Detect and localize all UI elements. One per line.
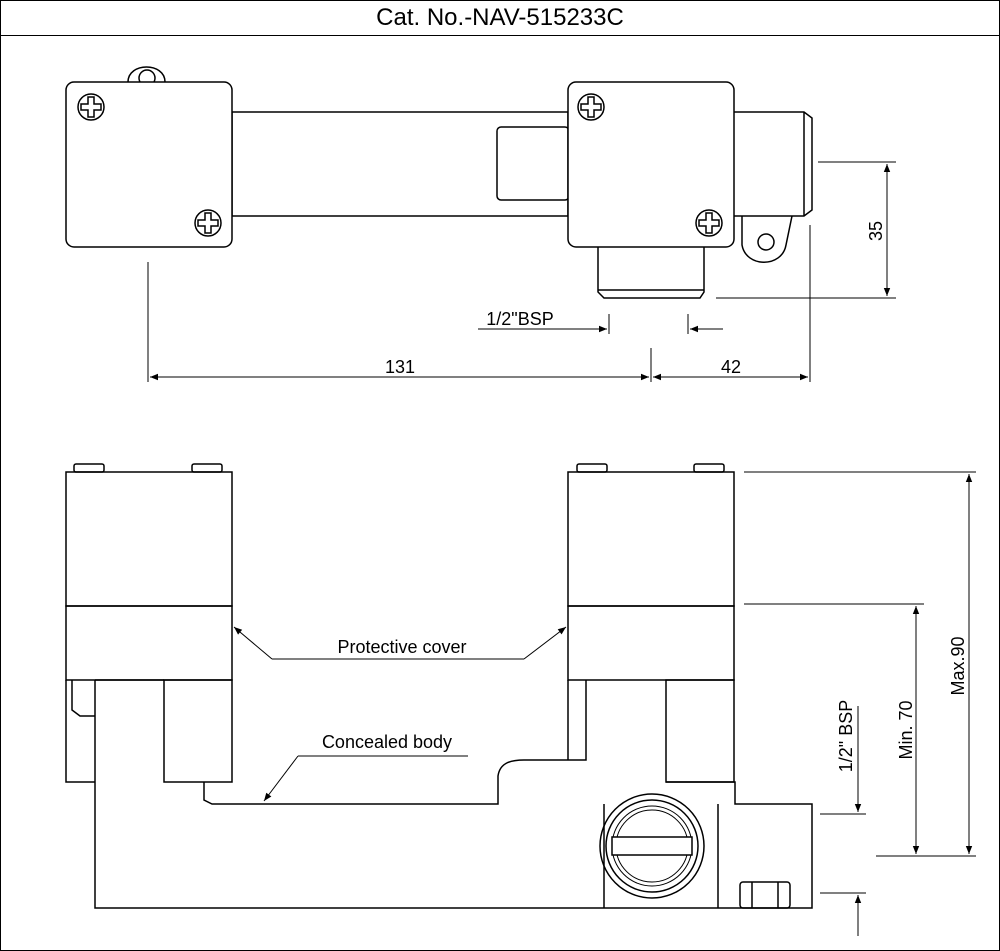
concealed-body-label: Concealed body [322, 732, 452, 752]
catalog-number: Cat. No.-NAV-515233C [376, 4, 624, 31]
right-stem [665, 679, 735, 783]
top-dimensions [147, 161, 896, 382]
inlet-port-slot [611, 836, 693, 856]
dim-min-70: Min. 70 [896, 700, 916, 759]
left-protective-cover-band [65, 605, 233, 681]
protective-cover-label: Protective cover [337, 637, 466, 657]
left-protective-cover-top [65, 471, 233, 607]
top-view [65, 66, 813, 299]
left-stem [163, 679, 233, 783]
front-view [65, 463, 813, 909]
screw-head [73, 463, 105, 473]
front-dimensions [233, 471, 976, 936]
right-protective-cover-top [567, 471, 735, 607]
outlet-stub [597, 247, 705, 299]
screw-icon [77, 93, 723, 237]
right-mounting-ear [741, 215, 793, 263]
dim-42: 42 [721, 357, 741, 377]
bottom-port [739, 881, 791, 909]
dim-35: 35 [866, 221, 886, 241]
dim-131: 131 [385, 357, 415, 377]
left-mounting-ear [127, 66, 166, 83]
title-block: Cat. No.-NAV-515233C [0, 0, 1000, 36]
dim-bsp-top: 1/2"BSP [486, 309, 553, 329]
left-cover-box [65, 81, 233, 248]
concealed-body-outline [94, 680, 813, 909]
bar-slot [496, 126, 570, 201]
screw-head [191, 463, 223, 473]
dim-max-90: Max.90 [948, 636, 968, 695]
right-ear-hole [757, 233, 775, 251]
dim-bsp-side: 1/2" BSP [836, 700, 856, 772]
screw-head [693, 463, 725, 473]
right-cover-box [567, 81, 735, 248]
screw-head [576, 463, 608, 473]
inlet-port-outer [599, 793, 705, 899]
right-extension [734, 111, 813, 217]
right-protective-cover-band [567, 605, 735, 681]
